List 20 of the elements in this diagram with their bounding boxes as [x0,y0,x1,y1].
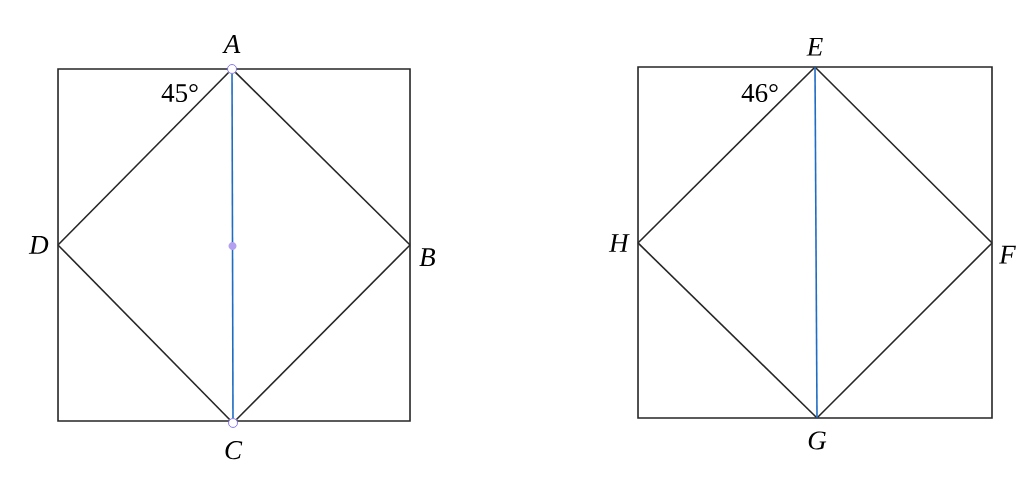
line-segment [637,66,816,244]
line-segment [231,73,234,419]
vertex-label: C [225,418,243,460]
vertex-label: B [419,248,436,267]
vertex-label: G [808,431,827,450]
line-segment [235,244,411,421]
line-segment [57,71,230,246]
vertex-label: F [999,245,1016,264]
vertex-label: D [28,236,49,254]
line-segment [814,66,818,419]
angle-label: 46° [741,83,778,103]
line-segment [234,71,411,246]
line-segment [814,66,993,244]
vertex-label: H [608,234,630,252]
line-segment [637,242,818,419]
vertex-label: E [806,37,823,56]
line-segment [57,244,231,421]
line-segment [816,242,993,419]
angle-label: 45° [161,83,198,103]
vertex-label: A [222,35,241,74]
